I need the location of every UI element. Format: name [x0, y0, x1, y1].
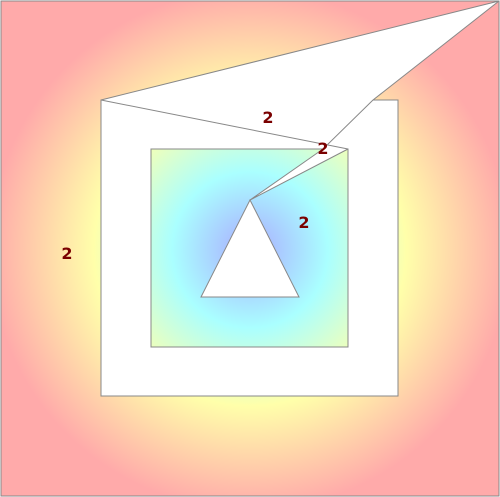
- region-label-outer: 2: [61, 244, 72, 263]
- region-label-zigzag: 2: [317, 139, 328, 158]
- zigzag-band: [100, 0, 500, 201]
- region-label-inner: 2: [298, 213, 309, 232]
- inner-triangle-hole: [200, 198, 300, 298]
- region-label-top: 2: [262, 108, 273, 127]
